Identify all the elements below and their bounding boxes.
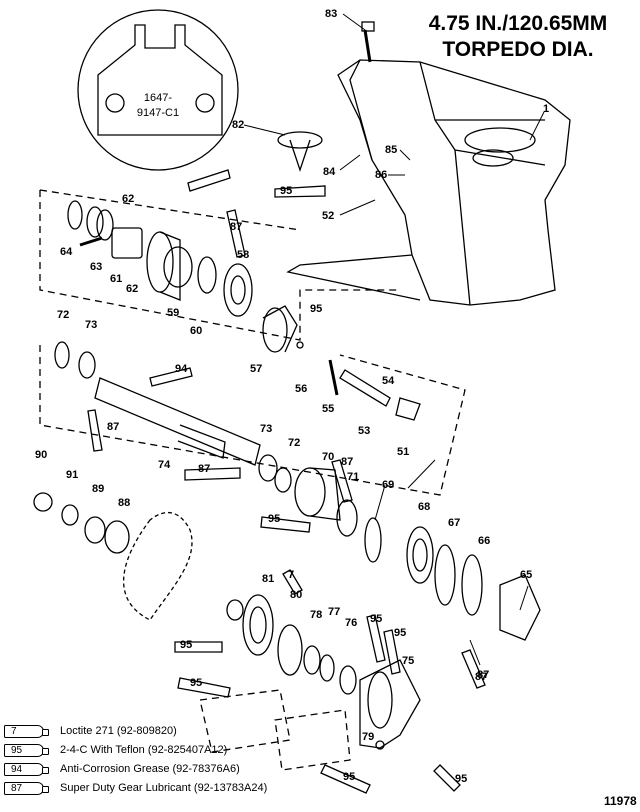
tube-number: 87 (11, 782, 23, 794)
callout: 62 (126, 283, 138, 295)
callout: 72 (288, 437, 300, 449)
callout: 82 (232, 119, 244, 131)
callout: 74 (158, 459, 171, 471)
callout: 57 (250, 363, 262, 375)
callout: 63 (90, 261, 102, 273)
callout: 95 (310, 303, 322, 315)
callout: 65 (520, 569, 532, 581)
legend-item: 94 Anti-Corrosion Grease (92-78376A6) (4, 760, 240, 778)
leader-lines (243, 13, 545, 666)
callout: 95 (280, 185, 292, 197)
lube-tube-icon: 95 (4, 743, 49, 757)
callout: 71 (347, 471, 359, 483)
legend-item: 7 Loctite 271 (92-809820) (4, 722, 177, 740)
callout: 53 (358, 425, 370, 437)
reverse-gear-group (33, 492, 541, 750)
callout: 95 (268, 513, 280, 525)
callout: 75 (402, 655, 414, 667)
callout: 83 (325, 8, 337, 20)
callout: 85 (385, 144, 397, 156)
callout: 60 (190, 325, 202, 337)
callout: 69 (382, 479, 394, 491)
callout: 87 (198, 463, 210, 475)
legend-text: 2-4-C With Teflon (92-825407A12) (60, 744, 228, 756)
callout: 77 (328, 606, 340, 618)
drawing-number: 11978 (604, 794, 637, 808)
callout: 80 (290, 589, 302, 601)
torpedo-diameter-title: 4.75 IN./120.65MM (428, 12, 608, 35)
callout: 7 (288, 569, 294, 581)
callout: 87 (230, 221, 242, 233)
callout: 91 (66, 469, 78, 481)
callout: 95 (180, 639, 192, 651)
callout: 73 (260, 423, 272, 435)
callout: 87 (107, 421, 119, 433)
callout: 51 (397, 446, 409, 458)
callout: 56 (295, 383, 307, 395)
callout: 87 (341, 456, 353, 468)
legend-text: Loctite 271 (92-809820) (60, 725, 177, 737)
callout: 61 (110, 273, 122, 285)
tube-number: 95 (11, 744, 23, 756)
lube-tube-icon: 87 (4, 781, 49, 795)
callout: 67 (448, 517, 460, 529)
callout: 58 (237, 249, 249, 261)
callout: 72 (57, 309, 69, 321)
callout: 95 (394, 627, 406, 639)
lube-tubes (87, 169, 486, 794)
callout: 64 (60, 246, 73, 258)
gear-housing (286, 59, 571, 306)
propeller-shaft-group (54, 341, 358, 537)
assembly-boundaries (39, 189, 466, 771)
callout: 87 (477, 669, 489, 681)
callout: 70 (322, 451, 334, 463)
lube-tube-icon: 94 (4, 762, 49, 776)
torpedo-diameter-subtitle: TORPEDO DIA. (442, 38, 594, 61)
callout: 55 (322, 403, 334, 415)
callout-labels: 83 1 82 84 85 86 95 52 62 87 64 63 61 62… (35, 8, 549, 785)
callout: 95 (343, 771, 355, 783)
bolt-83-head (361, 21, 375, 32)
callout: 76 (345, 617, 357, 629)
callout: 86 (375, 169, 387, 181)
callout: 95 (370, 613, 382, 625)
inset-stamp-line1: 1647- (144, 92, 172, 104)
callout: 89 (92, 483, 104, 495)
callout: 95 (455, 773, 467, 785)
lube-tube-icon: 7 (4, 724, 49, 738)
inset-stamp-line2: 9147-C1 (137, 107, 179, 119)
callout: 52 (322, 210, 334, 222)
inset-circle (77, 9, 239, 171)
callout: 66 (478, 535, 490, 547)
legend-text: Super Duty Gear Lubricant (92-13783A24) (60, 782, 268, 794)
callout: 81 (262, 573, 274, 585)
callout: 73 (85, 319, 97, 331)
callout: 54 (382, 375, 395, 387)
tube-number: 7 (11, 725, 17, 737)
bolt-83 (363, 29, 372, 63)
tube-number: 94 (11, 763, 23, 775)
callout: 78 (310, 609, 322, 621)
legend-text: Anti-Corrosion Grease (92-78376A6) (60, 763, 240, 775)
callout: 88 (118, 497, 130, 509)
callout: 90 (35, 449, 47, 461)
callout: 1 (543, 103, 549, 115)
forward-gear-group (67, 200, 421, 421)
callout: 68 (418, 501, 430, 513)
callout: 94 (175, 363, 188, 375)
callout: 84 (323, 166, 336, 178)
callout: 79 (362, 731, 374, 743)
legend-item: 95 2-4-C With Teflon (92-825407A12) (4, 741, 227, 759)
callout: 87 (475, 671, 487, 683)
legend-item: 87 Super Duty Gear Lubricant (92-13783A2… (4, 779, 267, 797)
callout: 62 (122, 193, 134, 205)
inset-bracket (97, 24, 223, 136)
callout: 95 (190, 677, 202, 689)
callout: 59 (167, 307, 179, 319)
water-pump-cover (277, 131, 323, 149)
